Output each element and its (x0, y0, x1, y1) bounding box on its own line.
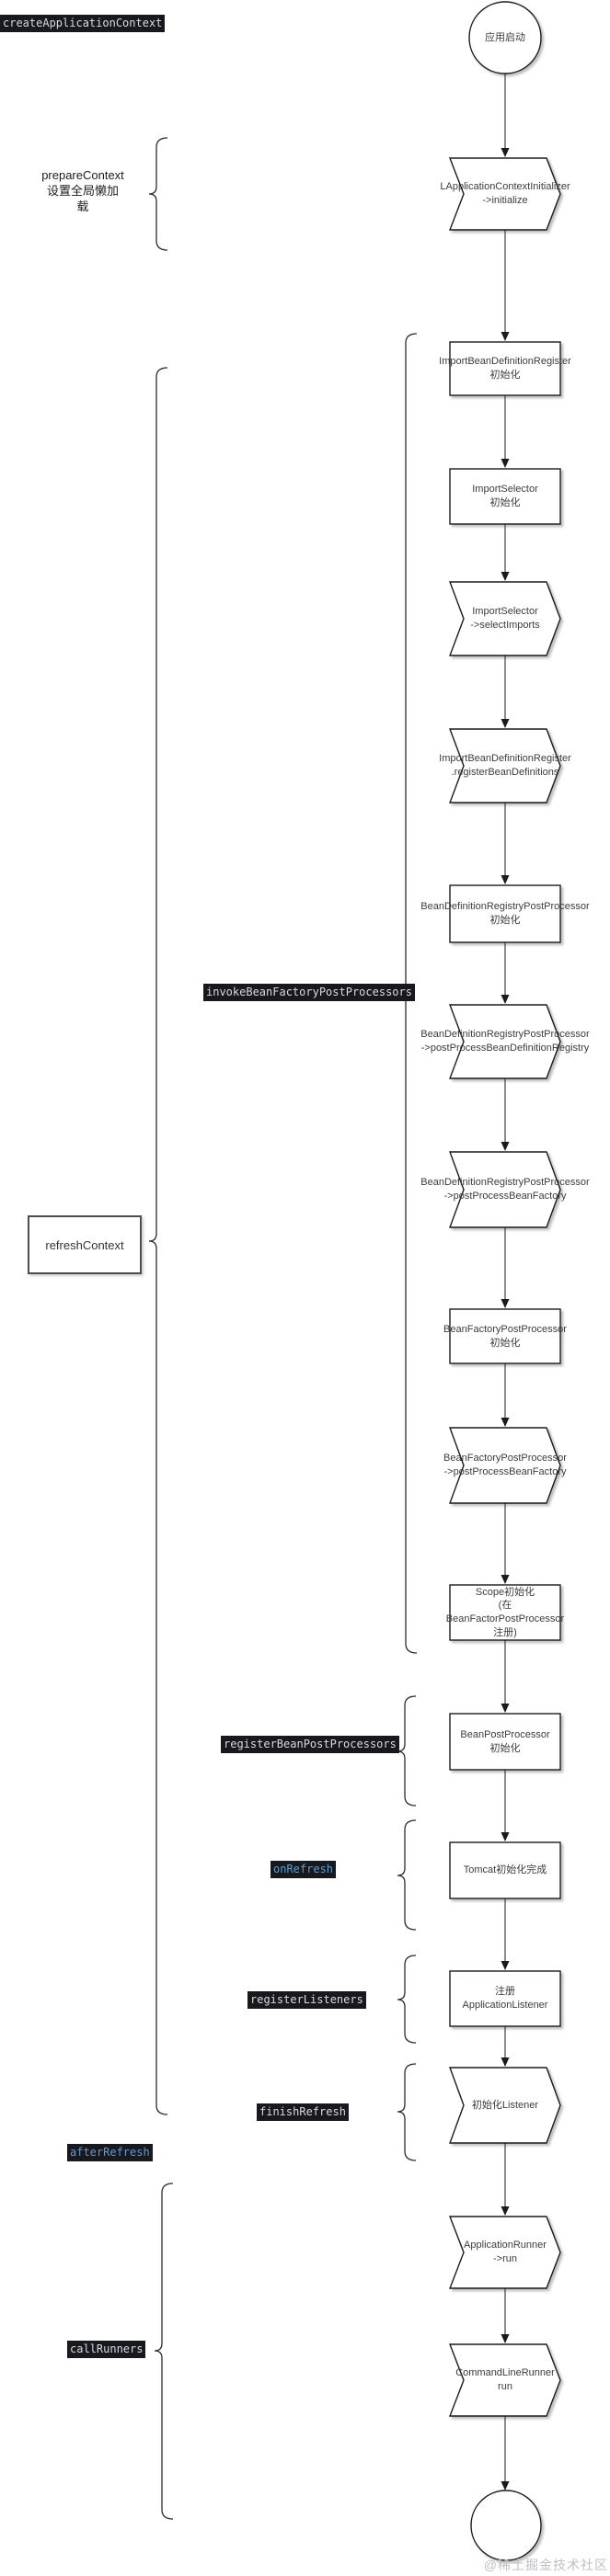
node-command-line-runner-run (448, 2343, 561, 2417)
node-import-selector-init (449, 468, 561, 525)
node-init-listener (448, 2067, 561, 2144)
node-import-selector-select-imports (448, 581, 561, 656)
brace-prepare-context (148, 137, 168, 251)
flow-arrowhead (501, 332, 510, 341)
side-label-prepare-context: prepareContext 设置全局懒加 载 (41, 168, 124, 213)
node-import-bean-definition-register-register-bean-definitions (448, 728, 561, 804)
brace-on-refresh (397, 1819, 417, 1931)
flow-arrowhead (501, 2334, 510, 2343)
flow-arrowhead (501, 2206, 510, 2216)
node-bdrpp-post-process-bean-definition-registry (448, 1004, 561, 1079)
side-label-create-application-context: createApplicationContext (0, 15, 166, 32)
side-label-refresh-context: refreshContext (28, 1215, 142, 1274)
brace-finish-refresh (397, 2063, 417, 2161)
flow-arrowhead (501, 719, 510, 728)
node-bean-definition-registry-post-processor-init (449, 884, 561, 943)
flow-arrowhead (501, 1575, 510, 1584)
node-bean-factory-post-processor-init (449, 1308, 561, 1364)
flow-arrowhead (501, 1832, 510, 1841)
flow-arrowhead (501, 1704, 510, 1713)
side-label-finish-refresh: finishRefresh (257, 2103, 349, 2121)
flow-arrowhead (501, 1418, 510, 1427)
node-scope-init (449, 1584, 561, 1641)
flow-arrowhead (501, 1142, 510, 1151)
node-import-bean-definition-register-init (449, 341, 561, 396)
flow-arrowhead (501, 459, 510, 468)
flow-arrowhead (501, 572, 510, 581)
flow-arrowhead (501, 2481, 510, 2491)
brace-call-runners (154, 2183, 174, 2520)
node-bean-post-processor-init (449, 1713, 561, 1771)
flow-arrowhead (501, 1961, 510, 1970)
side-label-invoke-bean-factory-post-processors: invokeBeanFactoryPostProcessors (203, 984, 415, 1001)
node-application-runner-run (448, 2216, 561, 2289)
flow-arrowhead (501, 148, 510, 157)
node-end (470, 2490, 542, 2561)
brace-register-bean-post-processors (397, 1695, 417, 1807)
flow-arrowhead (501, 995, 510, 1004)
flow-arrowhead (501, 1299, 510, 1308)
flow-arrowhead (501, 2057, 510, 2067)
side-label-register-bean-post-processors: registerBeanPostProcessors (221, 1736, 399, 1753)
side-label-register-listeners: registerListeners (247, 1991, 366, 2009)
node-bdrpp-post-process-bean-factory (448, 1151, 561, 1228)
watermark: @稀土掘金技术社区 (483, 2558, 608, 2572)
side-label-after-refresh: afterRefresh (67, 2144, 153, 2161)
flow-arrowhead (501, 875, 510, 884)
brace-register-listeners (397, 1955, 417, 2044)
brace-refresh-context (148, 367, 168, 2115)
node-bfpp-post-process-bean-factory (448, 1427, 561, 1504)
node-application-context-initializer-initialize (448, 157, 561, 231)
side-label-on-refresh: onRefresh (270, 1861, 337, 1878)
node-tomcat-init-done (449, 1841, 561, 1899)
node-start (468, 1, 542, 74)
side-label-call-runners: callRunners (67, 2341, 146, 2358)
node-register-application-listener (449, 1970, 561, 2027)
